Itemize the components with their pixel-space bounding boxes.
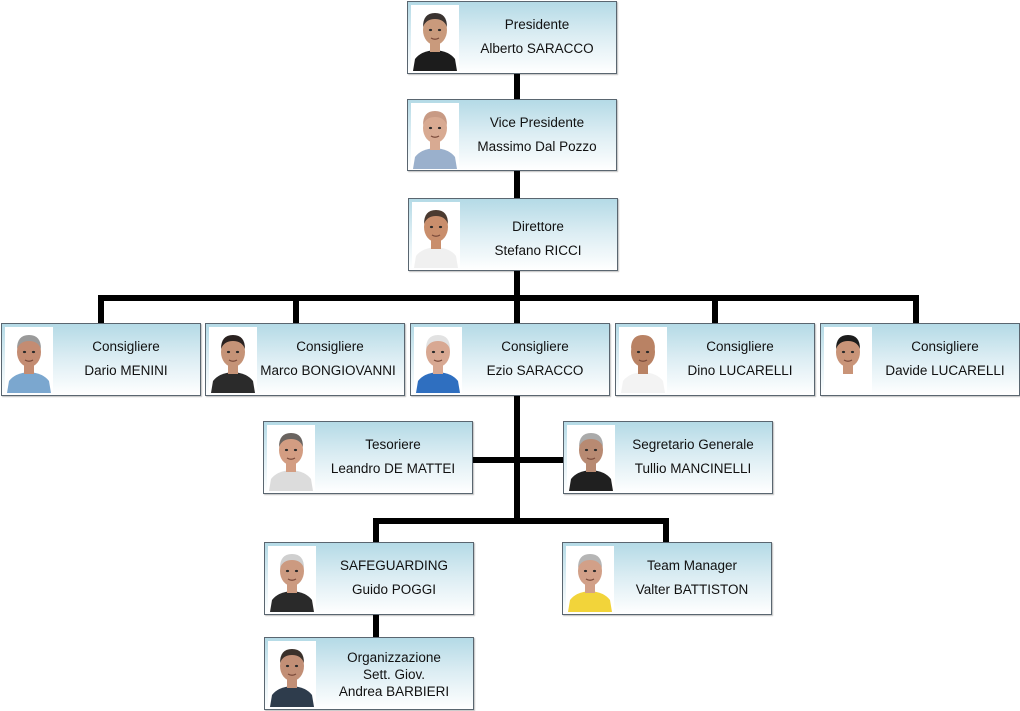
person-photo-icon xyxy=(412,202,460,268)
person-name: Massimo Dal Pozzo xyxy=(477,139,597,154)
node-councillor: Consigliere Dino LUCARELLI xyxy=(615,323,815,396)
role-label: Vice Presidente xyxy=(489,115,585,130)
person-photo-icon xyxy=(267,425,315,491)
node-councillor: Consigliere Marco BONGIOVANNI xyxy=(205,323,405,396)
person-name: Alberto SARACCO xyxy=(480,41,594,56)
node-team-manager: Team Manager Valter BATTISTON xyxy=(562,542,772,615)
role-line: Sett. Giov. xyxy=(362,667,426,682)
role-line: Organizzazione xyxy=(347,650,441,665)
node-councillor: Consigliere Dario MENINI xyxy=(1,323,201,396)
person-name: Guido POGGI xyxy=(351,582,437,597)
node-councillor: Consigliere Ezio SARACCO xyxy=(410,323,610,396)
person-photo-icon xyxy=(567,425,615,491)
person-name: Stefano RICCI xyxy=(494,243,582,258)
role-label: Consigliere xyxy=(501,339,569,354)
person-name: Andrea BARBIERI xyxy=(338,684,450,699)
node-safeguarding: SAFEGUARDING Guido POGGI xyxy=(264,542,474,615)
person-name: Valter BATTISTON xyxy=(635,582,749,597)
person-name: Tullio MANCINELLI xyxy=(634,461,752,476)
person-photo-icon xyxy=(414,327,462,393)
person-name: Davide LUCARELLI xyxy=(885,363,1005,378)
role-label: Consigliere xyxy=(706,339,774,354)
node-treasurer: Tesoriere Leandro DE MATTEI xyxy=(263,421,473,494)
person-name: Dino LUCARELLI xyxy=(687,363,793,378)
person-name: Dario MENINI xyxy=(84,363,168,378)
person-photo-icon xyxy=(5,327,53,393)
role-label: Segretario Generale xyxy=(632,437,754,452)
role-label: SAFEGUARDING xyxy=(339,558,448,573)
role-label: Consigliere xyxy=(92,339,160,354)
role-label: Presidente xyxy=(504,17,570,32)
node-secretary: Segretario Generale Tullio MANCINELLI xyxy=(563,421,773,494)
person-photo-icon xyxy=(268,546,316,612)
node-director: Direttore Stefano RICCI xyxy=(408,198,618,271)
person-photo-icon xyxy=(619,327,667,393)
node-organization: Organizzazione Sett. Giov. Andrea BARBIE… xyxy=(264,637,474,710)
person-photo-icon xyxy=(824,327,872,393)
role-label: Team Manager xyxy=(646,558,738,573)
person-photo-icon xyxy=(411,5,459,71)
role-label: Consigliere xyxy=(296,339,364,354)
role-label: Tesoriere xyxy=(365,437,421,452)
person-photo-icon xyxy=(566,546,614,612)
person-photo-icon xyxy=(268,641,316,707)
node-president: Presidente Alberto SARACCO xyxy=(407,1,617,74)
person-name: Ezio SARACCO xyxy=(486,363,584,378)
node-vice-president: Vice Presidente Massimo Dal Pozzo xyxy=(407,99,617,171)
role-label: Consigliere xyxy=(911,339,979,354)
person-photo-icon xyxy=(411,103,459,169)
node-councillor: Consigliere Davide LUCARELLI xyxy=(820,323,1020,396)
person-name: Leandro DE MATTEI xyxy=(330,461,456,476)
person-photo-icon xyxy=(209,327,257,393)
role-label: Organizzazione Sett. Giov. xyxy=(319,649,469,683)
role-label: Direttore xyxy=(512,219,564,234)
person-name: Marco BONGIOVANNI xyxy=(260,363,396,378)
